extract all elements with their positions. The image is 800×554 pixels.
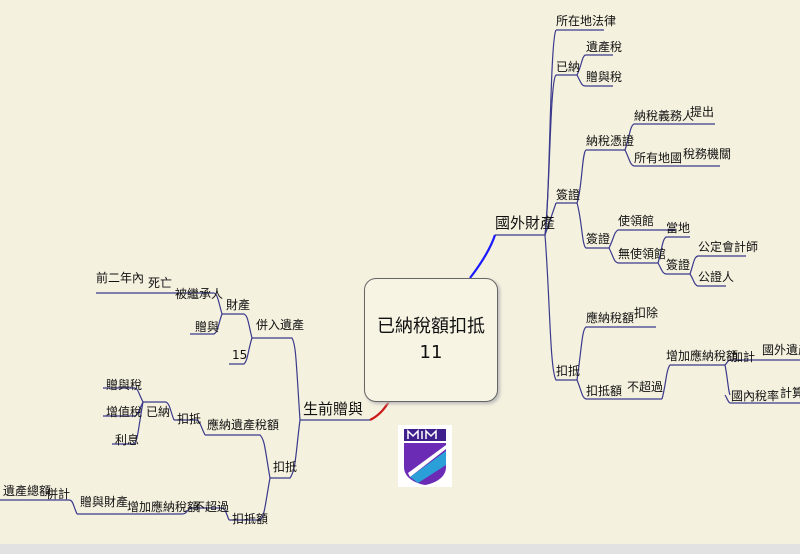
node-two-years[interactable]: 前二年內 bbox=[96, 271, 145, 285]
node-tax-authority[interactable]: 稅務機關 bbox=[683, 147, 732, 161]
node-total-estate[interactable]: 遺產總額 bbox=[3, 484, 52, 498]
node-deduction-right[interactable]: 扣抵 bbox=[556, 364, 581, 378]
node-property[interactable]: 財產 bbox=[226, 298, 251, 312]
node-value-added-tax[interactable]: 增值稅 bbox=[106, 405, 143, 419]
node-deduction-left[interactable]: 扣抵 bbox=[273, 460, 298, 474]
node-death[interactable]: 死亡 bbox=[148, 276, 173, 290]
node-article-15[interactable]: 15 bbox=[232, 348, 248, 362]
node-certification[interactable]: 簽證 bbox=[556, 188, 581, 202]
node-gift[interactable]: 贈與 bbox=[195, 320, 220, 334]
node-paid[interactable]: 已納 bbox=[556, 60, 581, 74]
node-increase-tax-right[interactable]: 增加應納稅額 bbox=[666, 349, 739, 363]
node-interest[interactable]: 利息 bbox=[115, 433, 140, 447]
node-notary[interactable]: 公證人 bbox=[698, 270, 735, 284]
brand-logo bbox=[398, 425, 452, 487]
node-accountant[interactable]: 公定會計師 bbox=[698, 240, 759, 254]
node-no-consulate[interactable]: 無使領館 bbox=[618, 247, 667, 261]
node-payable-estate-tax[interactable]: 應納遺產稅額 bbox=[207, 418, 280, 432]
node-domestic-rate[interactable]: 國內稅率 bbox=[731, 389, 780, 403]
right-main-topic[interactable]: 國外財產 bbox=[495, 214, 556, 232]
node-estate-tax[interactable]: 遺產稅 bbox=[586, 40, 623, 54]
node-local[interactable]: 當地 bbox=[666, 221, 691, 235]
node-heir[interactable]: 被繼承人 bbox=[175, 287, 224, 301]
node-increase-tax-left[interactable]: 增加應納稅額 bbox=[127, 500, 200, 514]
node-deduction-limit-right[interactable]: 扣抵額 bbox=[586, 384, 623, 398]
node-country[interactable]: 所有地國 bbox=[634, 151, 683, 165]
node-local-law[interactable]: 所在地法律 bbox=[556, 14, 617, 28]
central-topic[interactable]: 已納稅額扣抵 11 bbox=[364, 278, 498, 402]
node-merged-estate[interactable]: 併入遺產 bbox=[256, 318, 305, 332]
node-gift-tax[interactable]: 贈與稅 bbox=[586, 70, 623, 84]
central-topic-number: 11 bbox=[419, 342, 443, 363]
node-taxpayer[interactable]: 納稅義務人 bbox=[634, 109, 695, 123]
node-compute[interactable]: 計算 bbox=[780, 386, 800, 400]
left-connectors bbox=[0, 292, 391, 521]
node-consulate[interactable]: 使領館 bbox=[618, 214, 655, 228]
central-topic-title: 已納稅額扣抵 bbox=[377, 316, 485, 337]
left-main-topic[interactable]: 生前贈與 bbox=[303, 400, 364, 418]
node-paid-left[interactable]: 已納 bbox=[146, 405, 171, 419]
node-not-exceed-left[interactable]: 不超過 bbox=[193, 500, 230, 514]
node-tax-certificate[interactable]: 納稅憑證 bbox=[586, 134, 635, 148]
node-foreign-estate[interactable]: 國外遺產 bbox=[762, 343, 800, 357]
right-connectors bbox=[469, 29, 800, 404]
node-gift-tax-left[interactable]: 贈與稅 bbox=[106, 378, 143, 392]
node-gift-property[interactable]: 贈與財產 bbox=[80, 495, 129, 509]
node-deduct[interactable]: 扣除 bbox=[634, 306, 659, 320]
node-not-exceed-right[interactable]: 不超過 bbox=[627, 380, 664, 394]
node-sub-deduct[interactable]: 扣抵 bbox=[177, 412, 202, 426]
node-submit[interactable]: 提出 bbox=[690, 105, 715, 119]
node-combined[interactable]: 併計 bbox=[46, 487, 71, 501]
node-payable-tax[interactable]: 應納稅額 bbox=[586, 311, 635, 325]
node-deduction-limit-left[interactable]: 扣抵額 bbox=[232, 512, 269, 526]
bottom-scroll-bar[interactable] bbox=[0, 544, 800, 554]
node-visa[interactable]: 簽證 bbox=[586, 232, 611, 246]
node-add[interactable]: 加計 bbox=[731, 350, 756, 364]
node-sign[interactable]: 簽證 bbox=[666, 258, 691, 272]
